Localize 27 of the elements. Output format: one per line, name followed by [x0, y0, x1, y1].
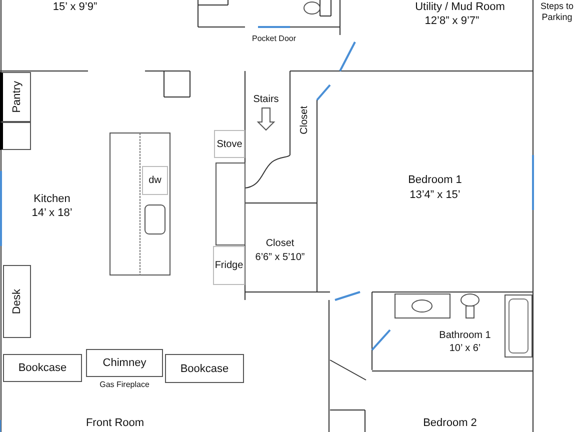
room-name: Bedroom 2: [423, 417, 477, 430]
appliance: dw: [142, 166, 168, 195]
room-name: Front Room: [86, 417, 144, 430]
cabinet: Pantry: [0, 72, 31, 122]
note-text: Steps to Parking: [540, 1, 574, 23]
appliance: Fridge: [213, 246, 245, 285]
room-name: Utility / Mud Room: [415, 1, 505, 14]
room-dimensions: 14’ x 18’: [32, 207, 72, 220]
room-dimensions: 13’4” x 15’: [410, 189, 460, 202]
room-name: Closet: [298, 106, 311, 134]
room-dimensions: 10’ x 6’: [449, 342, 481, 355]
cabinet: [0, 122, 31, 150]
room-name: Bathroom 1: [439, 329, 491, 342]
chimney: Chimney: [86, 349, 163, 377]
desk: Desk: [3, 265, 31, 338]
door-label: Pocket Door: [252, 33, 296, 45]
room-dimensions: 12’8” x 9’7”: [424, 15, 480, 28]
fixture-caption: Gas Fireplace: [100, 380, 150, 389]
room-name: Bedroom 1: [408, 174, 462, 187]
room-name: Closet: [266, 237, 294, 250]
room-name: Kitchen: [34, 193, 70, 206]
bookcase: Bookcase: [3, 354, 82, 382]
appliance: Stove: [214, 130, 245, 158]
room-name: Stairs: [253, 93, 279, 106]
bookcase: Bookcase: [165, 354, 244, 383]
room-dimensions: 15’ x 9’9”: [52, 1, 98, 14]
room-dimensions: 6’6” x 5’10”: [255, 251, 305, 264]
